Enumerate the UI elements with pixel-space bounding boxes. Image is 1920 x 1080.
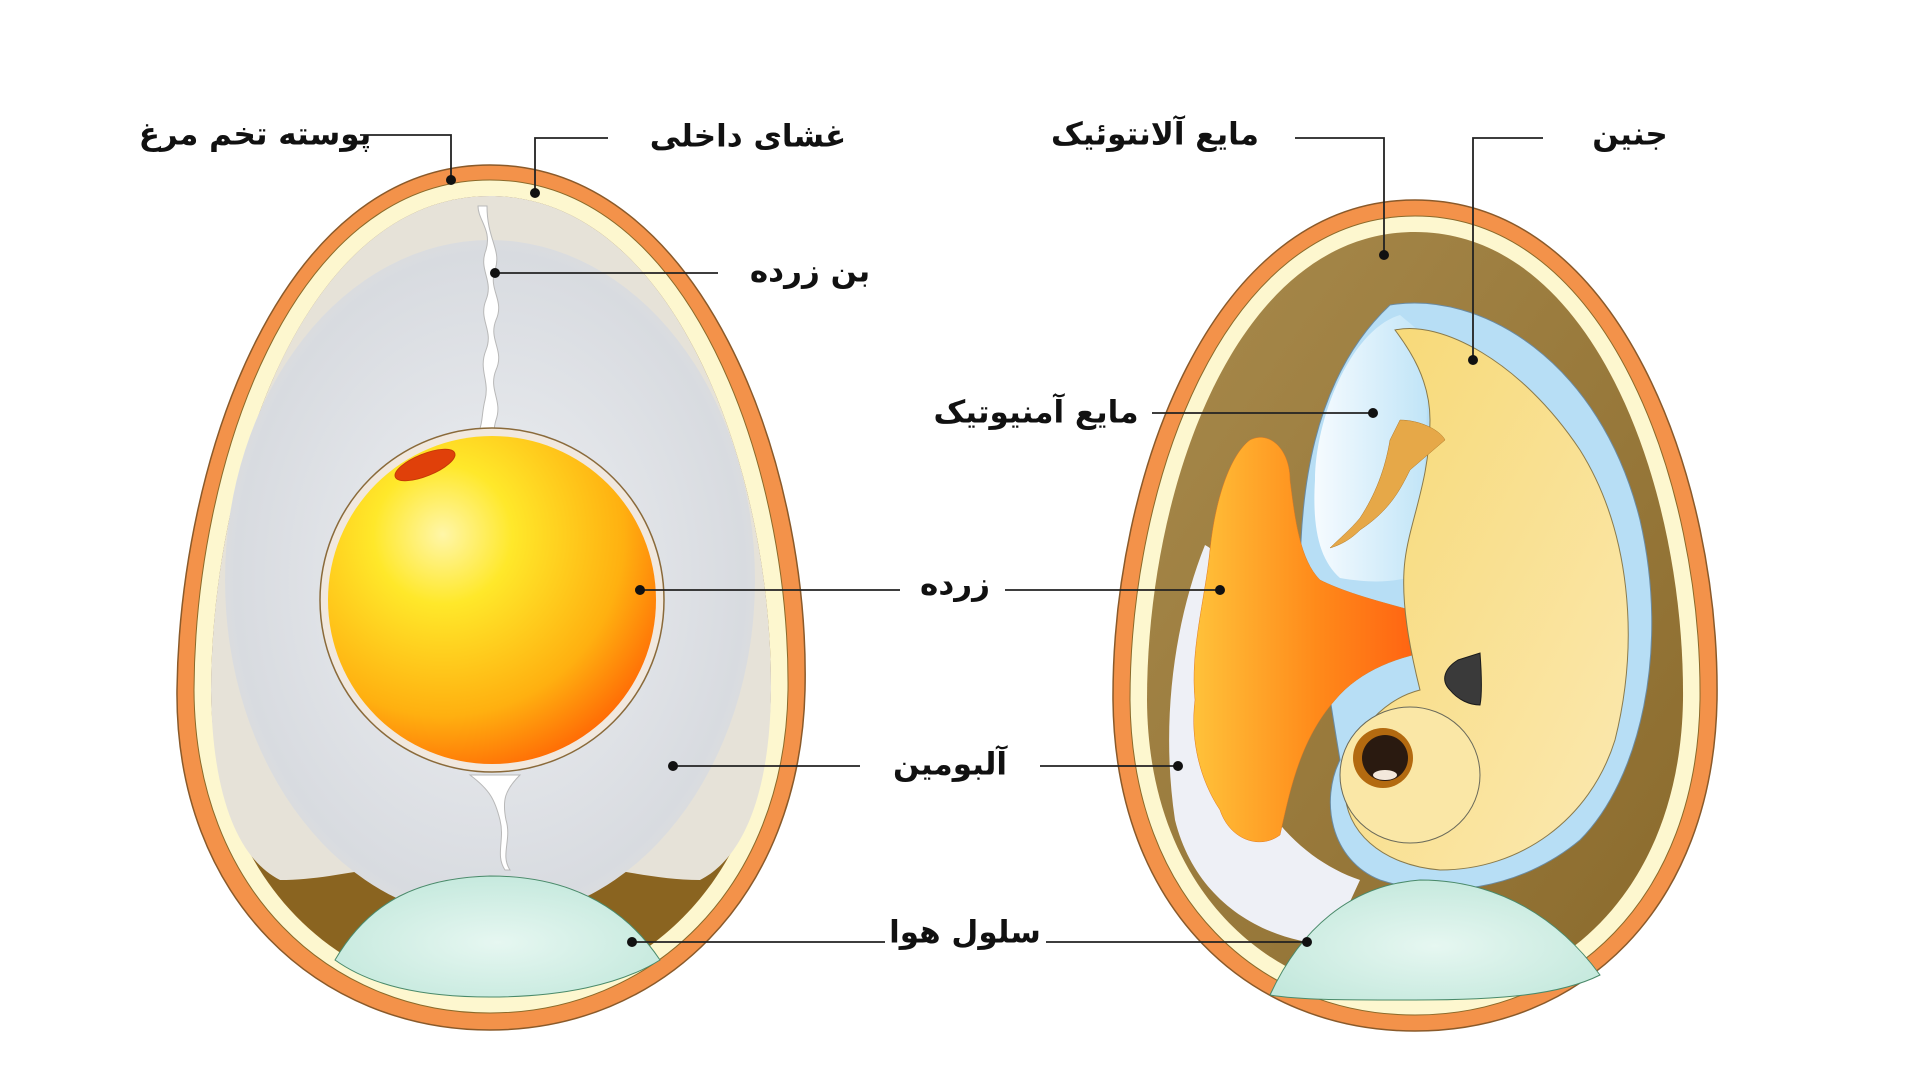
leader-lines — [360, 134, 1543, 943]
embryo-beak — [1444, 652, 1482, 706]
label-allantoic-fluid: مایع آلانتوئیک — [1051, 116, 1259, 153]
air-cell — [334, 875, 661, 998]
yolk-sac — [1193, 437, 1441, 843]
label-inner-membrane: غشای داخلی — [649, 118, 847, 155]
air-cell — [1269, 879, 1601, 1001]
amniotic-fluid — [1314, 315, 1430, 582]
chalaza-bottom — [468, 774, 522, 871]
embryo-leg — [1329, 419, 1446, 549]
label-embryo: جنین — [1592, 116, 1668, 153]
label-albumen: آلبومین — [892, 746, 1008, 783]
label-eggshell: پوسته تخم مرغ — [138, 116, 372, 153]
germinal-disc — [394, 448, 456, 482]
left-egg — [176, 164, 806, 1031]
label-chalaza: بن زرده — [749, 253, 871, 290]
leader-dots — [446, 175, 1478, 947]
label-yolk: زرده — [920, 566, 990, 603]
yolk — [328, 436, 656, 764]
right-egg — [1112, 199, 1718, 1032]
label-amniotic-fluid: مایع آمنیوتیک — [933, 394, 1139, 431]
label-air-cell: سلول هوا — [889, 914, 1041, 951]
